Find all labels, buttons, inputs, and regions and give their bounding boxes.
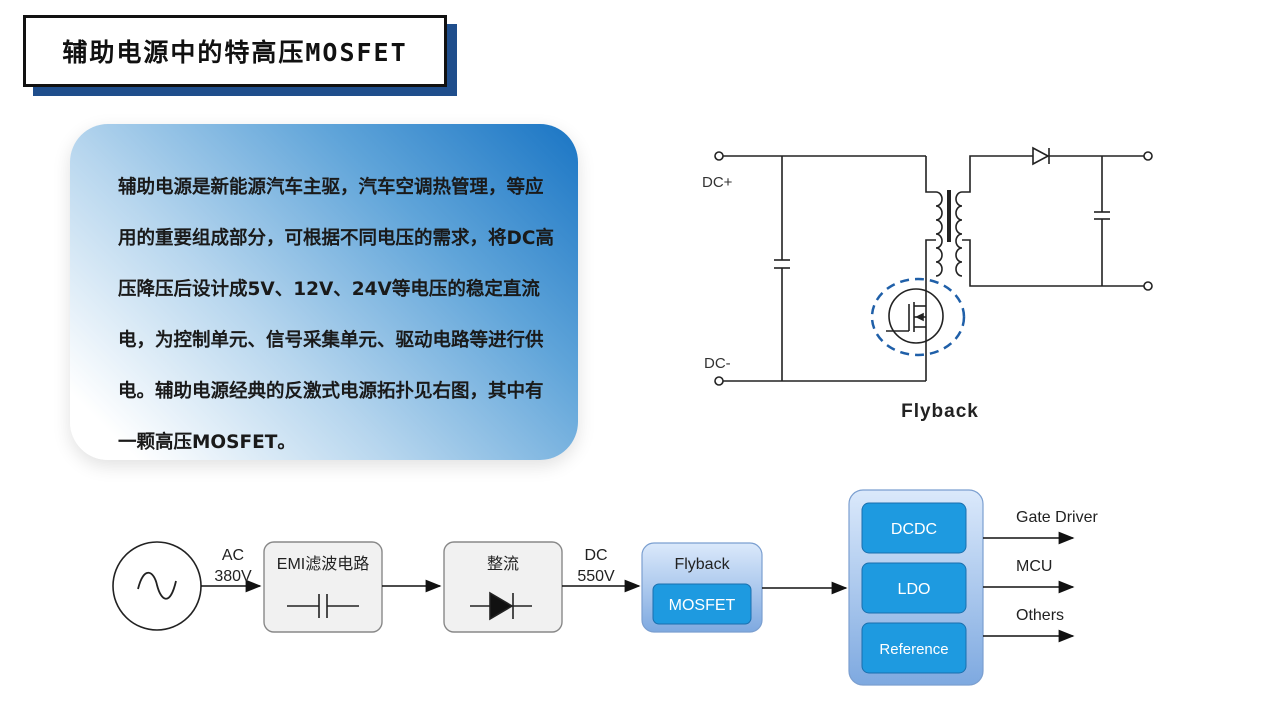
terminal-out-minus bbox=[1143, 281, 1153, 291]
intro-seg-2: DC高压 bbox=[118, 228, 554, 300]
mosfet-symbol bbox=[888, 288, 944, 344]
flyback-schematic: DC+ DC- Flyback bbox=[702, 146, 1153, 422]
rectifier-diode-icon bbox=[489, 591, 514, 621]
label-dc-plus: DC+ bbox=[702, 174, 733, 191]
ac-label-1: AC bbox=[222, 547, 244, 564]
terminal-out-plus bbox=[1143, 151, 1153, 161]
intro-paragraph: 辅助电源是新能源汽车主驱，汽车空调热管理，等应用的重要组成部分，可根据不同电压的… bbox=[118, 162, 558, 468]
mosfet-block-label: MOSFET bbox=[669, 597, 736, 614]
dc-label-2: 550V bbox=[577, 568, 615, 585]
secondary-winding bbox=[955, 191, 963, 277]
regulator-block-dcdc bbox=[861, 502, 967, 554]
terminal-dc-plus bbox=[714, 151, 724, 161]
title-box: 辅助电源中的特高压MOSFET bbox=[23, 15, 447, 87]
page-title: 辅助电源中的特高压MOSFET bbox=[62, 38, 408, 67]
regulator-block-reference bbox=[861, 622, 967, 674]
regulator-label: Reference bbox=[879, 641, 948, 658]
ac-label-2: 380V bbox=[214, 568, 252, 585]
intro-seg-1: 是新能源汽车主驱，汽车空调热管理，等应用的重要组成部分，可根据不同电压的需求，将 bbox=[118, 177, 544, 249]
intro-seg-0: 辅助电源 bbox=[118, 177, 193, 198]
output-label: Others bbox=[1016, 607, 1064, 624]
regulator-label: DCDC bbox=[891, 521, 937, 538]
output-label: MCU bbox=[1016, 558, 1052, 575]
intro-seg-5: 等电压的稳定直流电，为控制单元、信号采集单元、驱动电路等进行供电。辅助电源经典的… bbox=[118, 279, 544, 453]
label-dc-minus: DC- bbox=[704, 355, 731, 372]
sine-wave-icon bbox=[137, 571, 177, 600]
intro-card: 辅助电源是新能源汽车主驱，汽车空调热管理，等应用的重要组成部分，可根据不同电压的… bbox=[70, 124, 578, 460]
output-label: Gate Driver bbox=[1016, 509, 1098, 526]
dc-label-1: DC bbox=[584, 547, 607, 564]
regulator-block-ldo bbox=[861, 562, 967, 614]
regulator-label: LDO bbox=[898, 581, 931, 598]
rectifier-title: 整流 bbox=[487, 555, 519, 573]
terminal-dc-minus bbox=[714, 376, 724, 386]
mosfet-block bbox=[652, 583, 752, 625]
power-block-diagram: AC 380V EMI滤波电路 整流 DC 550V Flyback MOSFE… bbox=[112, 489, 1098, 686]
emi-filter-block bbox=[263, 541, 383, 633]
intro-seg-4: 5V、12V、24V bbox=[247, 279, 392, 300]
emi-filter-title: EMI滤波电路 bbox=[277, 555, 369, 573]
primary-winding bbox=[935, 191, 943, 277]
intro-seg-3: 降压后设计成 bbox=[136, 279, 248, 300]
flyback-title: Flyback bbox=[674, 556, 730, 573]
rectifier-block bbox=[443, 541, 563, 633]
mosfet-highlight-ring bbox=[870, 277, 966, 357]
output-diode bbox=[1032, 146, 1050, 166]
circuit-caption: Flyback bbox=[901, 401, 979, 422]
